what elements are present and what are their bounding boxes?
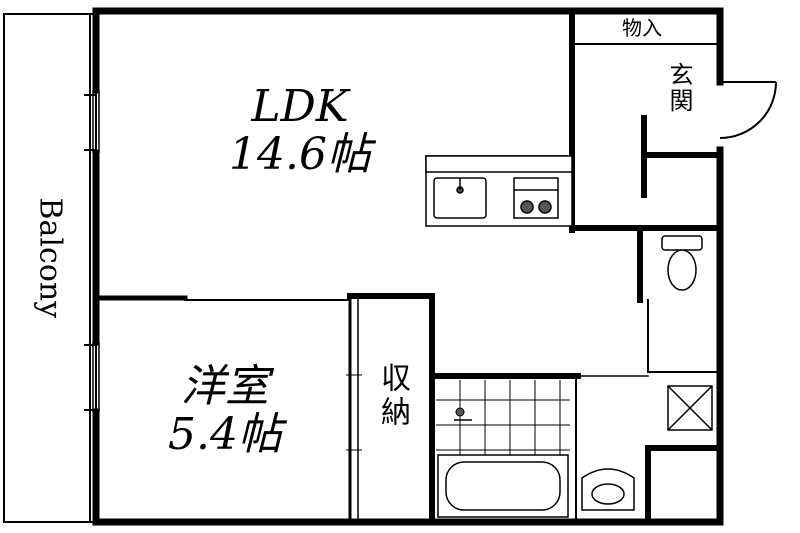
stove-icon — [513, 177, 559, 219]
wash-basin-icon — [581, 468, 635, 511]
storage-label: 収納 — [375, 362, 410, 430]
storage-small-label: 物入 — [622, 16, 662, 40]
bathroom — [436, 380, 570, 518]
bathtub-icon — [437, 454, 569, 518]
outer-walls — [92, 7, 724, 526]
closet-door-marks — [346, 374, 362, 451]
western-room-name: 洋室 — [181, 361, 269, 412]
entrance-door — [719, 81, 777, 139]
washer-pan-icon — [667, 385, 713, 431]
balcony-label: Balcony — [32, 197, 68, 319]
kitchen-counter — [425, 155, 573, 227]
western-room-size: 5.4帖 — [168, 409, 282, 460]
ldk-name: LDK — [251, 81, 349, 132]
windows — [92, 90, 100, 412]
toilet-icon — [661, 235, 703, 291]
entrance-label: 玄関 — [665, 62, 693, 114]
ldk-size: 14.6帖 — [229, 129, 371, 180]
